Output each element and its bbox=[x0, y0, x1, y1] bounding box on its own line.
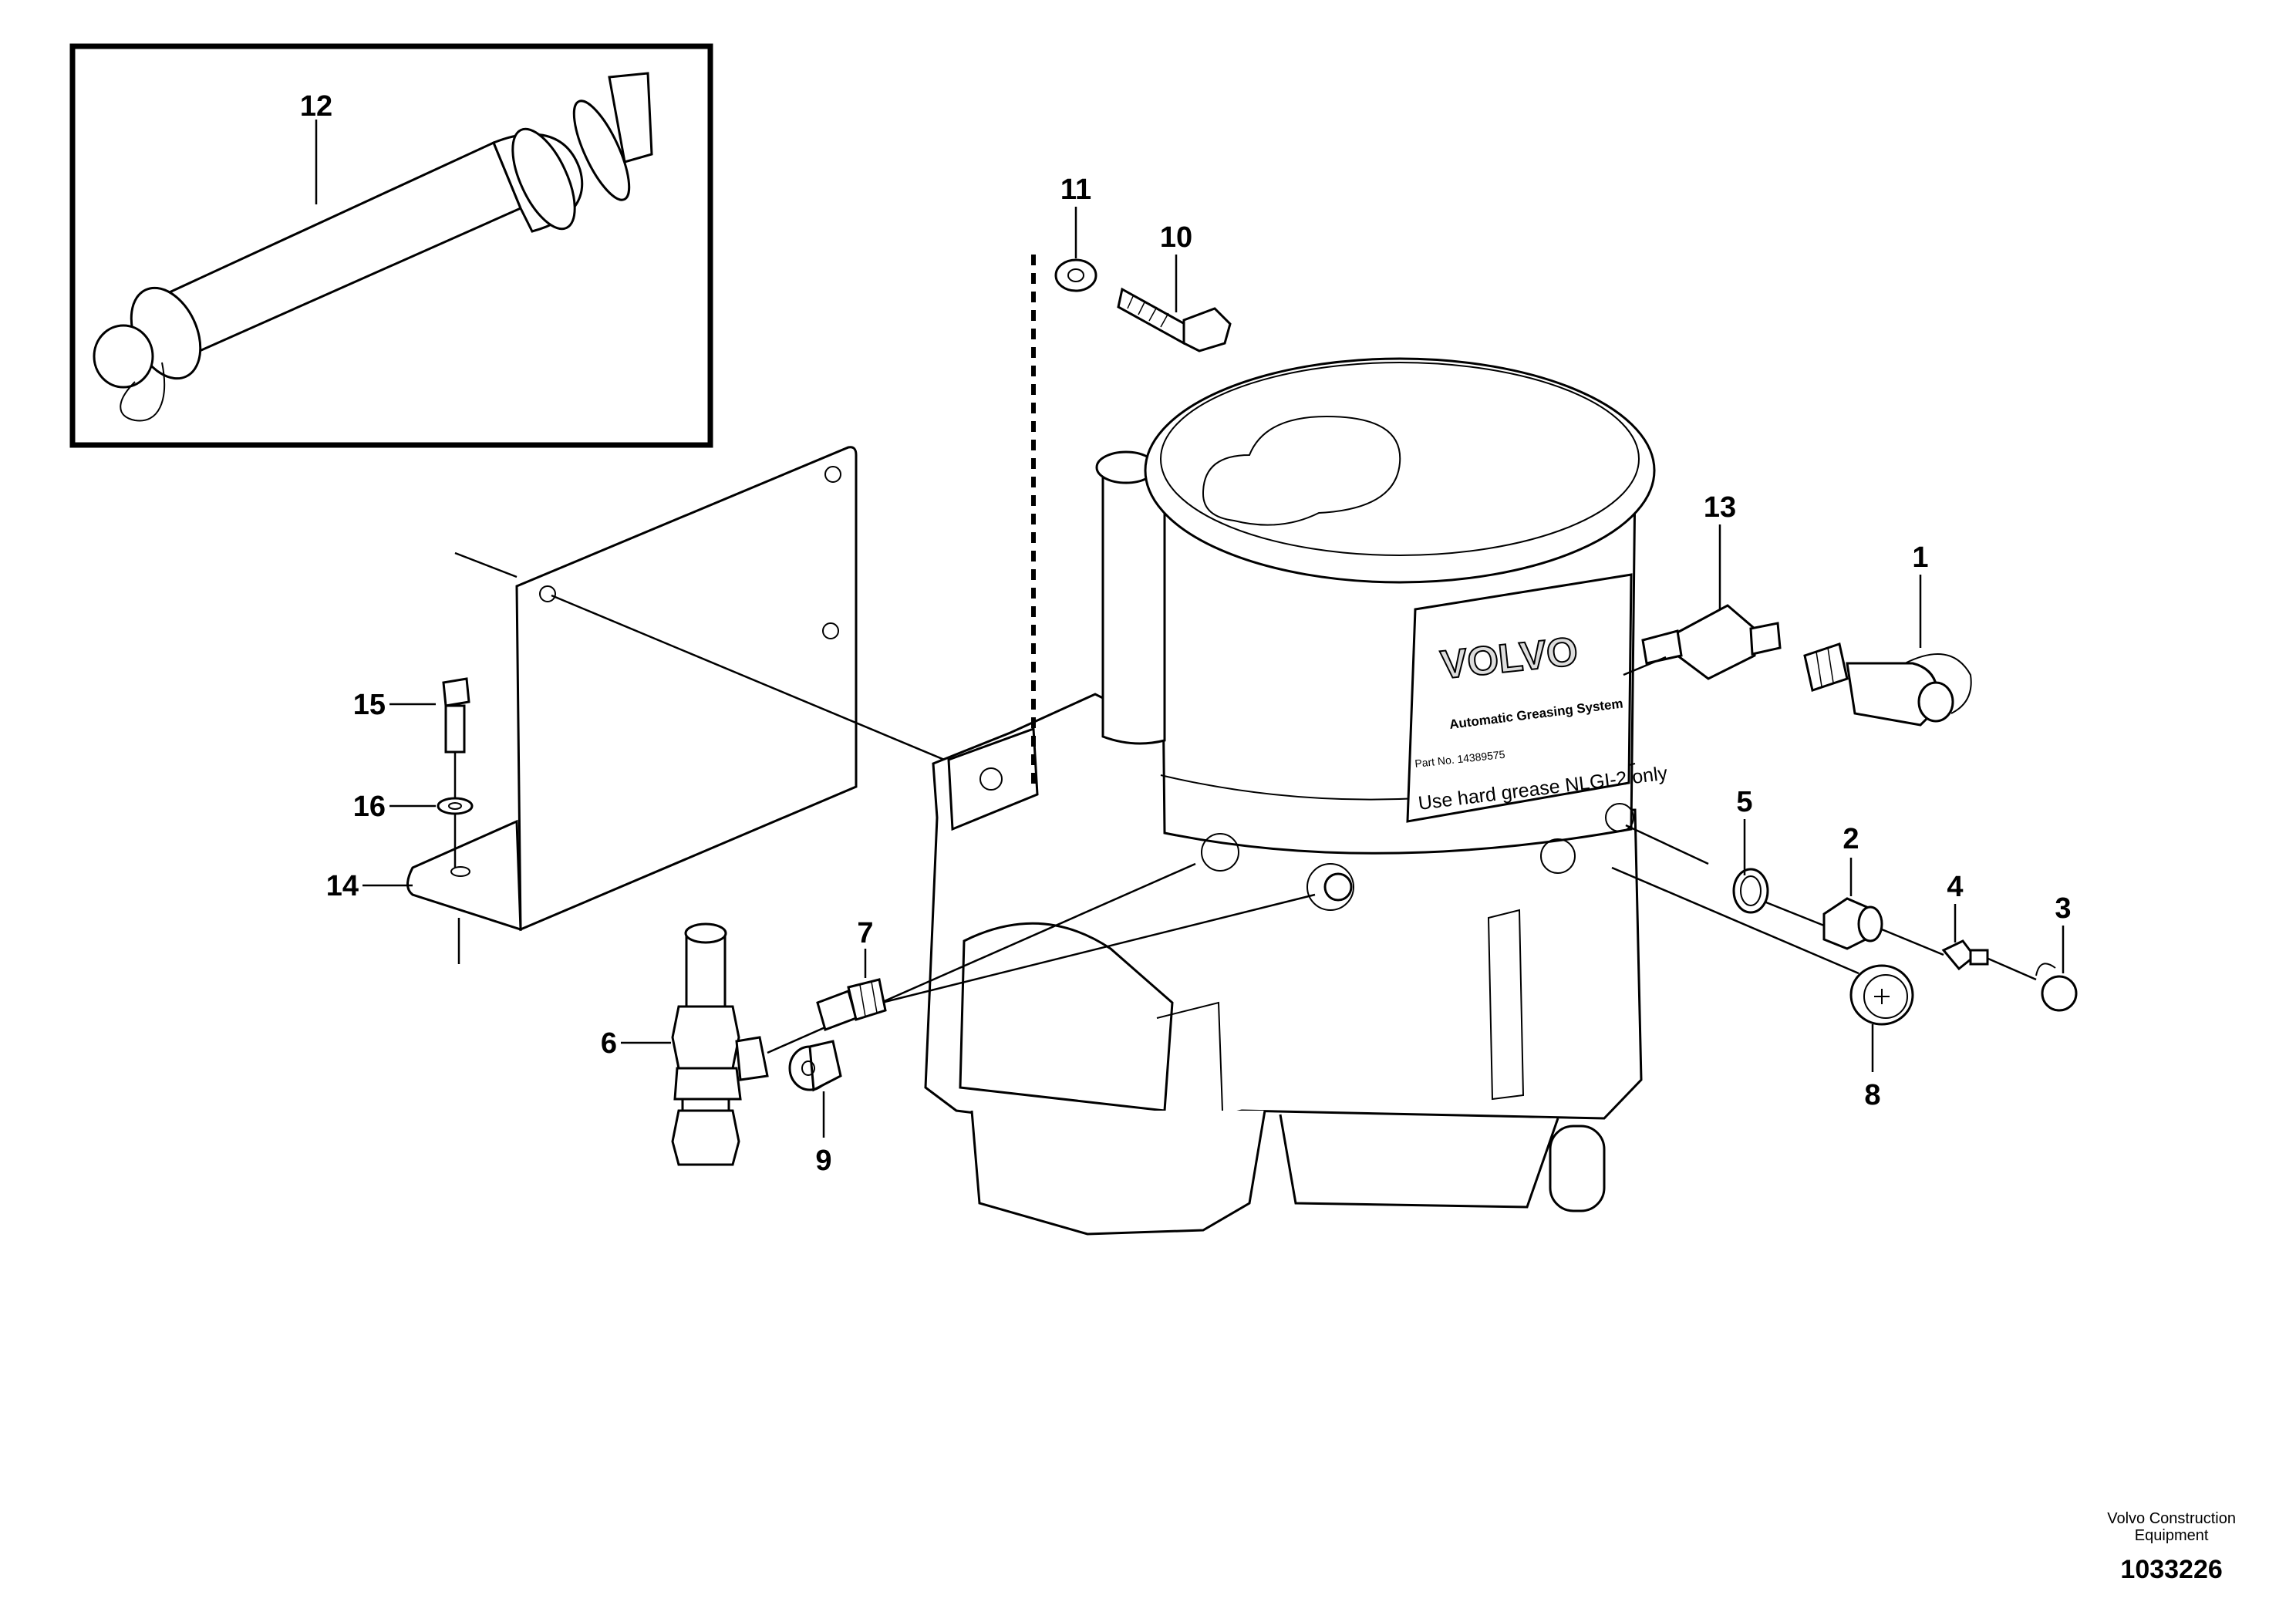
callout-3: 3 bbox=[2055, 892, 2071, 925]
callout-10: 10 bbox=[1160, 221, 1192, 254]
callout-1: 1 bbox=[1912, 541, 1928, 574]
grease-cartridge bbox=[93, 72, 653, 422]
callout-6: 6 bbox=[601, 1027, 617, 1060]
callout-11: 11 bbox=[1060, 174, 1091, 206]
adapter-2 bbox=[1822, 897, 1883, 950]
bolt-15 bbox=[442, 677, 470, 798]
bolt-10 bbox=[1117, 287, 1232, 352]
callout-4: 4 bbox=[1947, 871, 1963, 903]
adapter-7 bbox=[816, 978, 887, 1031]
plug-9 bbox=[788, 1040, 842, 1092]
quick-coupling-1 bbox=[1803, 642, 1972, 727]
callout-8: 8 bbox=[1864, 1079, 1880, 1111]
callout-14: 14 bbox=[326, 870, 359, 902]
pump-ports bbox=[1201, 803, 1634, 911]
callout-12: 12 bbox=[300, 90, 332, 123]
figure-number: 1033226 bbox=[2120, 1555, 2223, 1584]
greasing-pump: VOLVO Automatic Greasing System Part No.… bbox=[924, 357, 1669, 1236]
plug-8 bbox=[1849, 964, 1914, 1026]
callout-5: 5 bbox=[1736, 786, 1752, 818]
pump-label-plate: VOLVO Automatic Greasing System Part No.… bbox=[1406, 573, 1669, 823]
callout-16: 16 bbox=[353, 791, 386, 823]
washer-16 bbox=[437, 797, 474, 868]
elbow-fitting-13 bbox=[1641, 604, 1782, 680]
o-ring-5 bbox=[1732, 868, 1769, 914]
callout-15: 15 bbox=[353, 689, 386, 721]
callout-13: 13 bbox=[1704, 491, 1736, 524]
company-name-line2: Equipment bbox=[2134, 1527, 2209, 1544]
callout-7: 7 bbox=[857, 917, 873, 949]
company-name-line1: Volvo Construction bbox=[2107, 1510, 2236, 1527]
mounting-bracket bbox=[406, 446, 1019, 964]
inset-panel: 12 bbox=[69, 43, 713, 448]
callout-9: 9 bbox=[815, 1145, 831, 1177]
figure-footer: Volvo Construction Equipment 1033226 bbox=[2107, 1510, 2236, 1585]
cap-3 bbox=[2035, 963, 2078, 1012]
washer-11 bbox=[1054, 258, 1097, 292]
tee-fitting-6 bbox=[671, 922, 769, 1166]
nipple-4 bbox=[1941, 939, 1989, 971]
callout-2: 2 bbox=[1843, 823, 1859, 855]
